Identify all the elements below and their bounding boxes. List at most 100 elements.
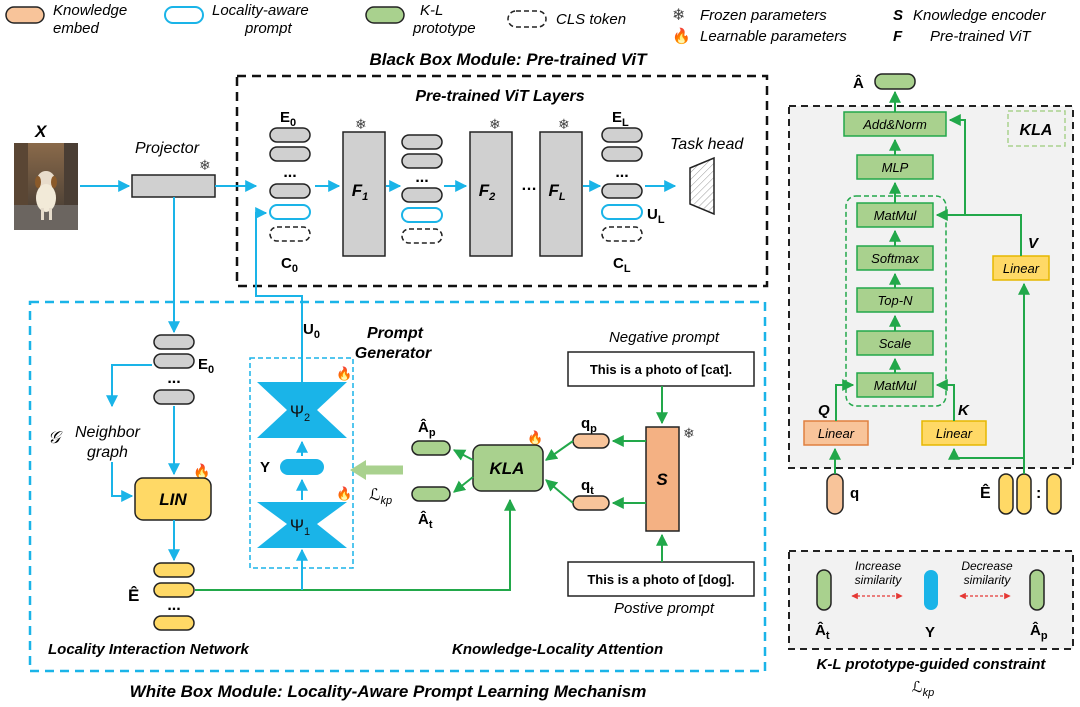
q-label: Q (818, 402, 830, 419)
linear-v-label: Linear (1003, 261, 1040, 276)
neighbor-label-l2: graph (87, 444, 128, 461)
lin-learnable-icon: 🔥 (193, 463, 210, 480)
svg-text:...: ... (167, 370, 180, 387)
svg-text:...: ... (415, 169, 428, 186)
softmax-block (856, 245, 934, 271)
arrow-qt-to-kla (545, 479, 574, 504)
psi2-block (257, 382, 347, 438)
flame-icon: 🔥 (672, 27, 691, 45)
el-label: EL (612, 109, 629, 129)
softmax-label: Softmax (871, 251, 919, 266)
legend-knowledge-embed-l2: embed (53, 20, 100, 37)
matmul-top-label: MatMul (874, 208, 918, 223)
f1-frozen-icon: ❄ (355, 116, 367, 132)
projector-block (131, 174, 216, 198)
lkp-label: ℒkp (369, 487, 392, 507)
legend-locality-prompt-l1: Locality-aware (212, 2, 309, 19)
lin-section-title: Locality Interaction Network (48, 641, 250, 658)
fl-block (539, 131, 583, 257)
add-norm-label: Add&Norm (862, 117, 927, 132)
y-prototype-pill (280, 459, 324, 475)
qp-knowledge-pill (572, 433, 610, 449)
increase-label-l1: Increase (855, 559, 901, 573)
f2-frozen-icon: ❄ (489, 116, 501, 132)
qt-label: qt (581, 477, 594, 497)
task-head-block (689, 156, 715, 216)
kla-section-title: Knowledge-Locality Attention (452, 641, 663, 658)
positive-prompt-label: Postive prompt (614, 600, 715, 617)
positive-prompt-box (567, 561, 755, 597)
arrow-psi2-to-prompt (255, 207, 303, 382)
k-label: K (958, 402, 970, 419)
constraint-at-label: Ât (815, 621, 830, 642)
decrease-label-l2: similarity (964, 573, 1012, 587)
constraint-at-pill (816, 569, 832, 611)
input-dog-image (14, 143, 78, 230)
legend-s-key: S (893, 7, 903, 24)
legend-s-desc: Knowledge encoder (913, 7, 1047, 24)
white-e0-token-stack: ... (153, 334, 195, 405)
topn-block (856, 287, 934, 313)
legend-f-desc: Pre-trained ViT (930, 28, 1032, 45)
ap-label: Âp (418, 418, 436, 439)
arrow-e0-to-neighbor (106, 364, 152, 408)
matmul-top-block (856, 202, 934, 228)
arrow-ehat-to-kla (195, 498, 516, 591)
arrow-v-to-matmul (935, 209, 1022, 256)
linear-q-label: Linear (818, 426, 855, 441)
ehat-colon: : (1036, 485, 1041, 502)
s-frozen-icon: ❄ (683, 425, 695, 441)
mid-token-stack-1: ... (401, 134, 443, 244)
legend-kl-prototype-l2: prototype (412, 20, 476, 37)
lkp-arrow-head (350, 460, 366, 480)
add-norm-block (843, 111, 947, 137)
cl-label: CL (613, 255, 631, 275)
fl-frozen-icon: ❄ (558, 116, 570, 132)
arrow-kla-to-ap (452, 449, 474, 461)
u0-label: U0 (303, 321, 320, 341)
ehat-pill-2 (1016, 473, 1032, 515)
q-input-label: q (850, 485, 859, 502)
ap-prototype-pill (411, 440, 451, 456)
constraint-loss: ℒkp (912, 679, 934, 699)
psi2-learnable-icon: 🔥 (336, 366, 352, 381)
negative-prompt-box (567, 351, 755, 387)
arrow-k-to-matmul (935, 379, 955, 421)
f2-label: F2 (479, 181, 496, 203)
scale-block (856, 330, 934, 356)
prompt-generator-l2: Generator (355, 345, 432, 362)
positive-prompt-text: This is a photo of [dog]. (587, 572, 734, 587)
svg-text:...: ... (283, 164, 296, 181)
scale-label: Scale (879, 336, 912, 351)
prompt-generator-l1: Prompt (367, 325, 424, 342)
psi1-block (257, 502, 347, 548)
ehat-input-label: Ê (980, 483, 991, 502)
arrow-q-to-matmul (835, 379, 855, 421)
legend-learnable: Learnable parameters (700, 28, 847, 45)
decrease-label-l1: Decrease (961, 559, 1013, 573)
arrow-neighbor-to-lin (111, 462, 134, 502)
svg-text:...: ... (167, 597, 180, 614)
white-box-title: White Box Module: Locality-Aware Prompt … (130, 682, 647, 701)
projector-label: Projector (135, 140, 200, 157)
white-box-frame (28, 300, 767, 673)
task-head-label: Task head (670, 136, 744, 153)
fl-label: FL (548, 181, 565, 203)
mlp-block (856, 154, 934, 180)
arrow-qp-to-kla (545, 440, 574, 461)
layers-ellipsis: … (521, 177, 537, 194)
increase-label-l2: similarity (855, 573, 903, 587)
negative-prompt-text: This is a photo of [cat]. (590, 362, 732, 377)
psi2-label: Ψ2 (290, 402, 310, 424)
at-label: Ât (418, 510, 433, 531)
negative-prompt-label: Negative prompt (609, 329, 720, 346)
el-token-stack: ... (601, 127, 643, 242)
matmul-bottom-block (856, 372, 934, 398)
y-label: Y (260, 459, 270, 476)
legend-cls-token-swatch (507, 10, 547, 28)
legend-frozen: Frozen parameters (700, 7, 827, 24)
linear-q-block (803, 420, 869, 446)
f1-label: F1 (352, 181, 369, 203)
legend-knowledge-embed-l1: Knowledge (53, 2, 127, 19)
psi1-learnable-icon: 🔥 (336, 486, 352, 501)
